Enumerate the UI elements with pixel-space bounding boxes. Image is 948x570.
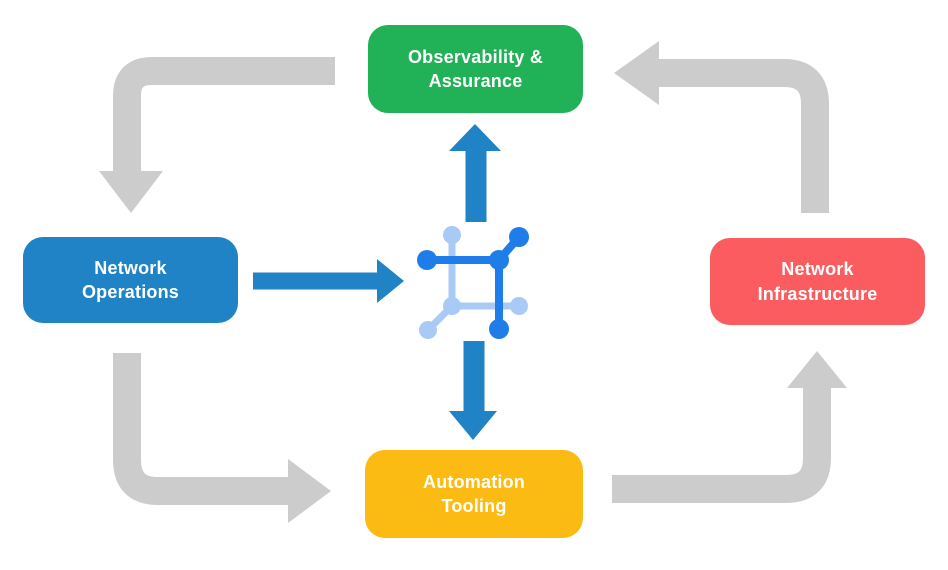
arrow-operations-to-center	[253, 259, 404, 303]
node-observability-assurance: Observability & Assurance	[368, 25, 583, 113]
arrow-automation-to-infrastructure	[612, 351, 847, 503]
arrow-infrastructure-to-observability	[614, 41, 829, 213]
network-mesh-icon	[417, 226, 529, 339]
arrow-center-to-observability	[449, 124, 501, 222]
arrow-center-to-automation	[449, 341, 497, 440]
node-automation-tooling: Automation Tooling	[365, 450, 583, 538]
node-automation-label: Automation Tooling	[423, 471, 525, 516]
node-operations-label: Network Operations	[81, 257, 180, 302]
arrow-operations-to-automation	[113, 353, 331, 523]
node-network-infrastructure: Network Infrastructure	[710, 238, 925, 325]
arrow-observability-to-operations	[99, 57, 335, 213]
node-observability-label: Observability & Assurance	[407, 46, 544, 91]
node-network-operations: Network Operations	[23, 237, 238, 323]
node-infrastructure-label: Network Infrastructure	[757, 259, 878, 304]
